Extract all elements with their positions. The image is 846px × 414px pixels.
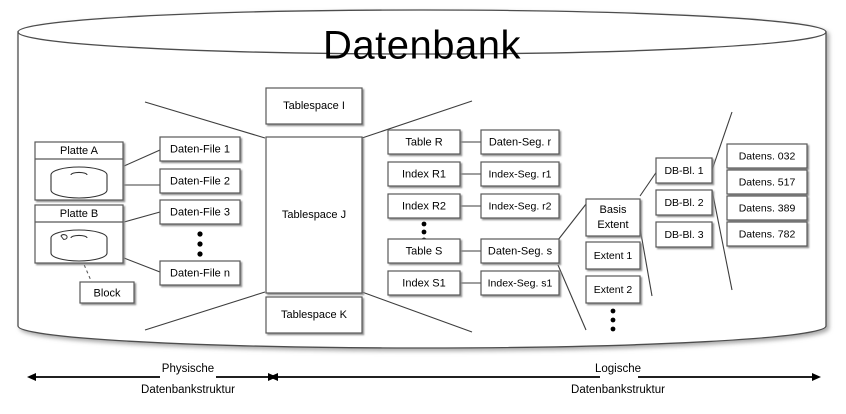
segment-list: Daten-Seg. r Index-Seg. r1 Index-Seg. r2… (480, 129, 560, 296)
disk-b-label: Platte B (60, 208, 99, 220)
list-item[interactable]: Table S (387, 238, 461, 264)
record-list: Datens. 032 Datens. 517 Datens. 389 Date… (726, 143, 808, 247)
vertical-ellipsis (610, 308, 616, 332)
tablespace-item-k[interactable]: Tablespace K (265, 296, 363, 334)
axis-logical-label-line2: Datenbankstruktur (571, 384, 665, 396)
axis-physical-label-line2: Datenbankstruktur (141, 384, 235, 396)
object-list: Table R Index R1 Index R2 Table S I (387, 129, 461, 296)
data-file-label: Daten-File n (170, 267, 230, 279)
data-file-label: Daten-File 2 (170, 175, 230, 187)
record-label: Datens. 389 (739, 202, 796, 214)
segment-label: Index-Seg. s1 (488, 277, 553, 289)
list-item[interactable]: Daten-Seg. s (480, 238, 560, 264)
disk-b-platter-icon (50, 229, 108, 262)
list-item[interactable]: Index S1 (387, 270, 461, 296)
tablespace-label: Tablespace K (281, 309, 348, 321)
connector-group-records (711, 111, 733, 291)
segment-label: Index-Seg. r2 (488, 200, 551, 212)
db-block-label: DB-Bl. 3 (664, 229, 703, 241)
disk-platte-b[interactable]: Platte B (34, 204, 124, 264)
list-item[interactable]: Index-Seg. r1 (480, 161, 560, 187)
data-file-label: Daten-File 1 (170, 143, 230, 155)
tablespace-item-i[interactable]: Tablespace I (265, 87, 363, 125)
list-item[interactable]: Daten-Seg. r (480, 129, 560, 155)
record-label: Datens. 517 (739, 176, 796, 188)
tablespace-label: Tablespace I (283, 100, 345, 112)
object-label: Table S (406, 245, 443, 257)
list-item[interactable]: DB-Bl. 3 (655, 221, 713, 248)
list-item[interactable]: Daten-File 1 (159, 136, 241, 162)
tablespace-label: Tablespace J (282, 209, 346, 221)
list-item[interactable]: Index R1 (387, 161, 461, 187)
segment-label: Daten-Seg. s (488, 245, 553, 257)
tablespace-item-j[interactable]: Tablespace J (265, 136, 363, 294)
record-label: Datens. 032 (739, 150, 796, 162)
db-block-label: DB-Bl. 2 (664, 197, 703, 209)
list-item[interactable]: Index-Seg. s1 (480, 270, 560, 296)
list-item[interactable]: Daten-File n (159, 260, 241, 286)
list-item[interactable]: Daten-File 3 (159, 199, 241, 225)
block-label: Block (94, 287, 121, 299)
connector-group-tablespace (144, 101, 266, 331)
disk-a-label: Platte A (60, 145, 99, 157)
axis-physical-label-line1: Physische (162, 363, 214, 375)
list-item[interactable]: Datens. 389 (726, 195, 808, 221)
basis-extent-label-line2: Extent (597, 219, 628, 231)
list-item[interactable]: Extent 1 (585, 241, 641, 270)
extent-label: Extent 1 (594, 250, 633, 262)
db-block-label: DB-Bl. 1 (664, 165, 703, 177)
data-file-list: Daten-File 1 Daten-File 2 Daten-File 3 D… (159, 136, 241, 286)
segment-label: Daten-Seg. r (489, 136, 552, 148)
object-label: Index R2 (402, 200, 446, 212)
basis-extent-label-line1: Basis (600, 204, 627, 216)
list-item[interactable]: Daten-File 2 (159, 168, 241, 194)
disk-platte-a[interactable]: Platte A (34, 141, 124, 201)
segment-label: Index-Seg. r1 (488, 168, 551, 180)
list-item[interactable]: Extent 2 (585, 275, 641, 304)
block-box[interactable]: Block (79, 281, 135, 304)
list-item[interactable]: Datens. 517 (726, 169, 808, 195)
vertical-ellipsis (197, 231, 203, 257)
connector-group-physical (69, 149, 161, 284)
connector-group-extents (557, 198, 591, 331)
list-item-basis-extent[interactable]: Basis Extent (585, 198, 641, 237)
connector-group-objects (361, 100, 473, 333)
extent-label: Extent 2 (594, 284, 633, 296)
axis-logical-label-line1: Logische (595, 363, 641, 375)
list-item[interactable]: Datens. 032 (726, 143, 808, 169)
tablespace-list: Tablespace I Tablespace J Tablespace K (265, 87, 363, 334)
data-file-label: Daten-File 3 (170, 206, 230, 218)
list-item[interactable]: Datens. 782 (726, 221, 808, 247)
disk-a-platter-icon (50, 166, 108, 199)
list-item[interactable]: DB-Bl. 1 (655, 157, 713, 184)
db-block-list: DB-Bl. 1 DB-Bl. 2 DB-Bl. 3 (655, 157, 713, 248)
list-item[interactable]: Table R (387, 129, 461, 155)
object-label: Table R (405, 136, 442, 148)
list-item[interactable]: Index R2 (387, 193, 461, 219)
object-label: Index S1 (402, 277, 445, 289)
list-item[interactable]: DB-Bl. 2 (655, 189, 713, 216)
object-label: Index R1 (402, 168, 446, 180)
page-title: Datenbank (323, 24, 521, 68)
list-item[interactable]: Index-Seg. r2 (480, 193, 560, 219)
record-label: Datens. 782 (739, 228, 796, 240)
extent-list: Basis Extent Extent 1 Extent 2 (585, 198, 641, 332)
axis-physical: Physische Datenbankstruktur (27, 363, 277, 396)
axis-logical: Logische Datenbankstruktur (269, 363, 821, 396)
connector-group-segments (460, 141, 481, 284)
